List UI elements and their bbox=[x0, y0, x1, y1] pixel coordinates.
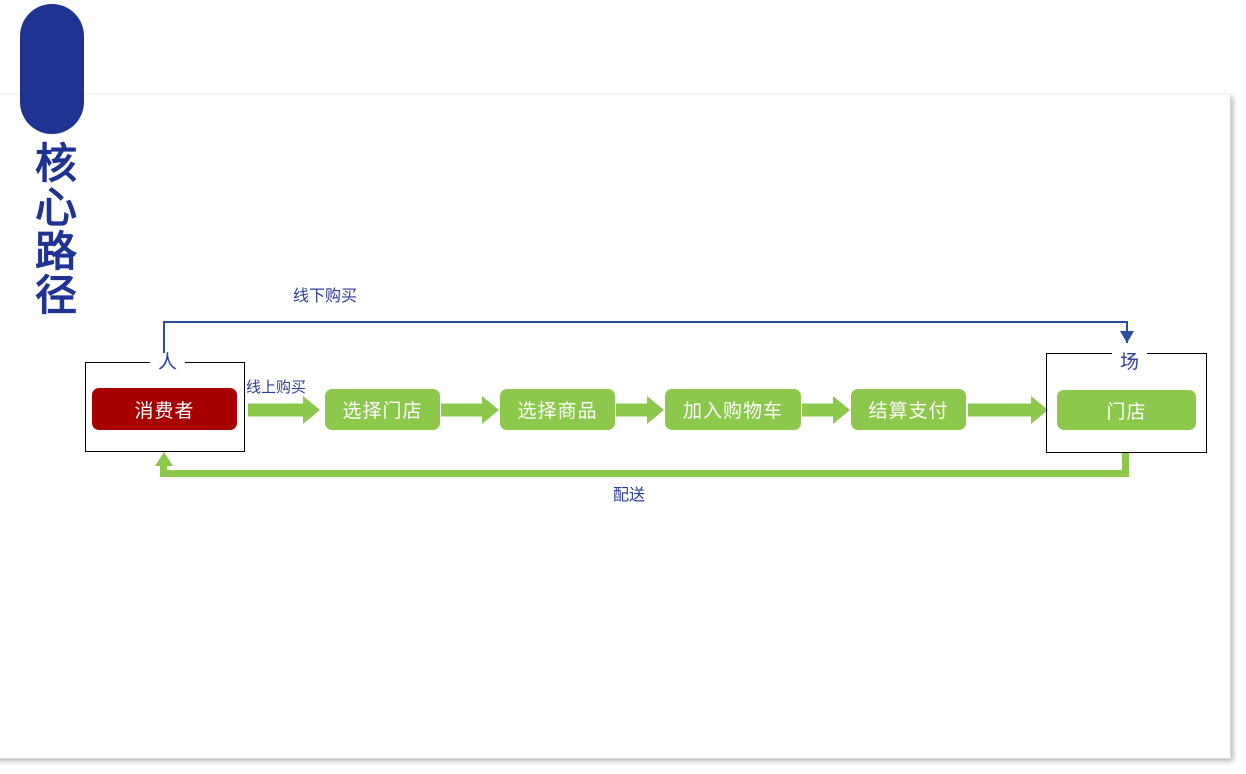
node-add-cart[interactable]: 加入购物车 bbox=[665, 389, 801, 430]
page-title: 核 心 路 径 bbox=[34, 139, 77, 320]
node-pick-goods[interactable]: 选择商品 bbox=[500, 389, 615, 430]
flow-arrow-pick-goods-to-add-cart bbox=[616, 396, 664, 424]
group-label-person: 人 bbox=[150, 353, 186, 373]
flow-arrow-pick-store-to-pick-goods bbox=[441, 396, 499, 424]
node-pick-store[interactable]: 选择门店 bbox=[325, 389, 440, 430]
offline-purchase-line-horizontal bbox=[163, 321, 1127, 323]
flow-arrow-add-cart-to-checkout bbox=[802, 396, 850, 424]
offline-purchase-arrowhead-icon bbox=[1120, 331, 1134, 343]
delivery-line-horizontal bbox=[160, 470, 1129, 477]
offline-purchase-line-riser bbox=[163, 321, 165, 363]
connector-label-offline-purchase: 线下购买 bbox=[293, 288, 358, 305]
group-label-place: 场 bbox=[1112, 353, 1148, 373]
delivery-line-riser bbox=[160, 462, 167, 476]
node-checkout[interactable]: 结算支付 bbox=[851, 389, 966, 430]
flow-arrow-checkout-to-store bbox=[968, 396, 1048, 424]
node-consumer[interactable]: 消费者 bbox=[92, 388, 237, 430]
delivery-line-drop bbox=[1122, 453, 1129, 475]
node-store[interactable]: 门店 bbox=[1057, 390, 1196, 430]
connector-label-online-purchase: 线上购买 bbox=[246, 380, 307, 396]
delivery-arrowhead-icon bbox=[155, 452, 173, 466]
connector-label-delivery: 配送 bbox=[613, 487, 646, 504]
title-accent-pill bbox=[20, 4, 84, 134]
flow-arrow-consumer-to-pick-store bbox=[248, 396, 320, 424]
